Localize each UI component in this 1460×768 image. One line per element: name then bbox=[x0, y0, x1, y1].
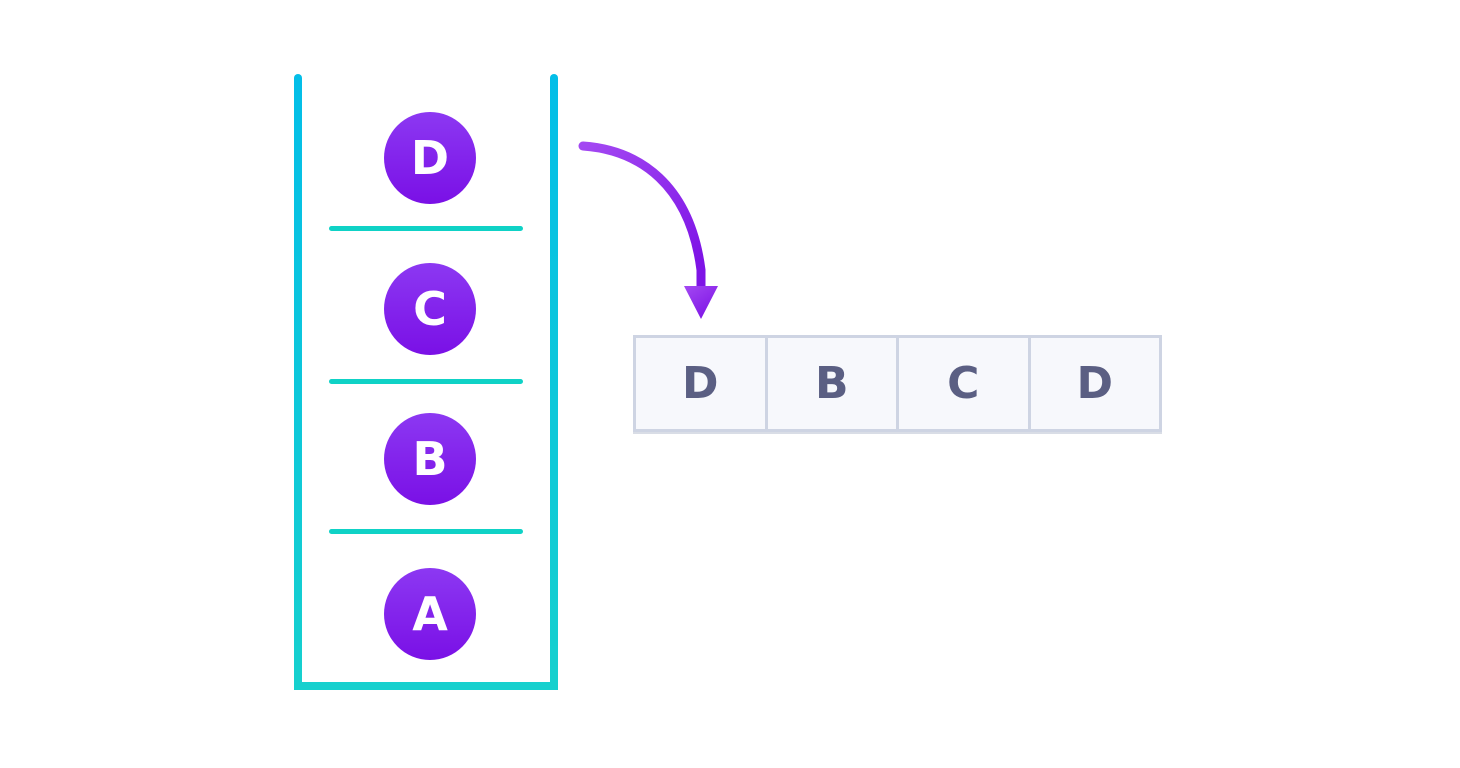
array-cell-label: D bbox=[681, 358, 719, 409]
stack-item-label: C bbox=[413, 282, 447, 336]
array-cell: D bbox=[636, 338, 768, 429]
array-cell: C bbox=[899, 338, 1031, 429]
stack-item-label: A bbox=[412, 587, 448, 641]
output-array: D B C D bbox=[633, 335, 1162, 432]
pop-arrow-icon bbox=[578, 141, 718, 319]
stack-item-label: D bbox=[410, 131, 450, 185]
array-cell: D bbox=[1030, 338, 1159, 429]
array-cell: B bbox=[767, 338, 899, 429]
stack-bottom-wall bbox=[294, 682, 558, 690]
stack-item-a: A bbox=[384, 568, 476, 660]
stack-item-d: D bbox=[384, 112, 476, 204]
stack-right-wall bbox=[550, 74, 558, 690]
stack-item-c: C bbox=[384, 263, 476, 355]
stack-divider bbox=[329, 529, 523, 534]
stack-divider bbox=[329, 226, 523, 231]
stack-divider bbox=[329, 379, 523, 384]
stack-item-label: B bbox=[412, 432, 448, 486]
array-cell-label: B bbox=[814, 358, 849, 409]
array-cell-label: D bbox=[1076, 358, 1114, 409]
stack-left-wall bbox=[294, 74, 302, 690]
stack-item-b: B bbox=[384, 413, 476, 505]
array-cell-label: C bbox=[947, 358, 980, 409]
